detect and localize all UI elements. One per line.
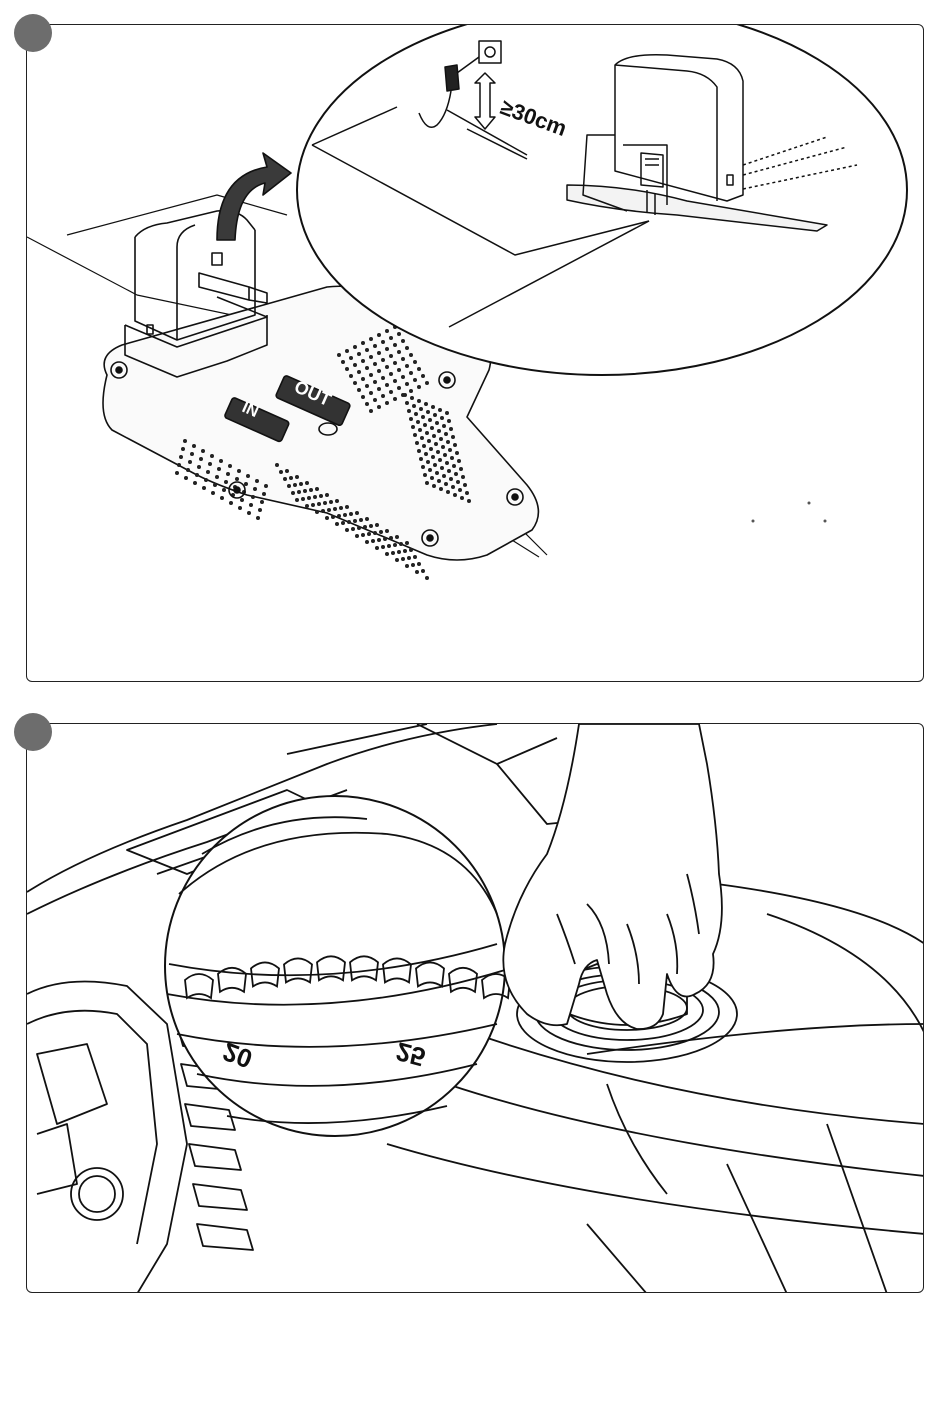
charging-station-illustration: OUT IN [27,25,924,682]
step-2-panel: 20 25 [26,723,924,1293]
step-1-panel: OUT IN [26,24,924,682]
step-2-marker [14,713,52,751]
step-1-marker [14,14,52,52]
height-adjustment-illustration: 20 25 [27,724,924,1293]
